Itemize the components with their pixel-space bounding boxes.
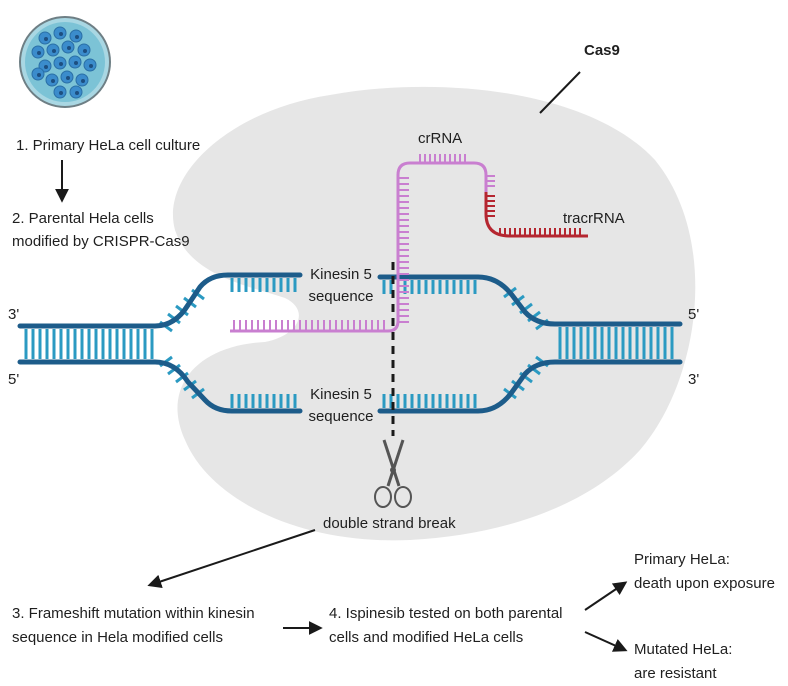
step3-text-line2: sequence in Hela modified cells xyxy=(12,629,223,646)
dna-top-strand-left xyxy=(17,272,303,329)
cell-nucleus xyxy=(37,73,41,77)
dna-end-bottom-left: 5' xyxy=(8,371,20,388)
kinesin-bottom-label-line2: sequence xyxy=(308,408,374,425)
cas9-label: Cas9 xyxy=(584,42,620,59)
dna-bottom-strand-right xyxy=(377,359,683,414)
dna-end-top-right: 5' xyxy=(688,306,700,323)
cell-nucleus xyxy=(44,37,48,41)
double-strand-break-label: double strand break xyxy=(323,515,456,532)
scissors-icon xyxy=(374,439,412,508)
cell-nucleus xyxy=(59,91,63,95)
arrow-step4-to-mutated xyxy=(584,631,628,652)
outcome-primary-line1: Primary HeLa: xyxy=(634,551,730,568)
cell-nucleus xyxy=(83,49,87,53)
cell-nucleus xyxy=(59,62,63,66)
cell-nucleus xyxy=(75,91,79,95)
step3-text-line1: 3. Frameshift mutation within kinesin xyxy=(12,605,255,622)
cell-nucleus xyxy=(59,32,63,36)
step1-text: 1. Primary HeLa cell culture xyxy=(16,137,201,154)
dna-bottom-strand-left xyxy=(17,359,303,414)
cell-nucleus xyxy=(52,49,56,53)
step2-text-line2: modified by CRISPR-Cas9 xyxy=(12,233,190,250)
dna-end-top-left: 3' xyxy=(8,306,20,323)
kinesin-bottom-label-line1: Kinesin 5 xyxy=(310,386,372,403)
dna-backbone xyxy=(17,272,683,414)
outcome-mutated-line1: Mutated HeLa: xyxy=(634,641,733,658)
cell-nucleus xyxy=(51,79,55,83)
cell-nucleus xyxy=(74,61,78,65)
cell-nucleus xyxy=(75,35,79,39)
cell-nucleus xyxy=(81,79,85,83)
petri-dish-icon xyxy=(19,16,111,108)
cas9-pointer-line xyxy=(539,71,581,114)
cell-nucleus xyxy=(44,65,48,69)
dna-top-strand-right xyxy=(377,274,683,327)
cell-nucleus xyxy=(67,46,71,50)
dna-end-bottom-right: 3' xyxy=(688,371,700,388)
step2-text-line1: 2. Parental Hela cells xyxy=(12,210,154,227)
outcome-mutated-line2: are resistant xyxy=(634,665,717,682)
cell-nucleus xyxy=(66,76,70,80)
step4-text-line1: 4. Ispinesib tested on both parental xyxy=(329,605,563,622)
cell-nucleus xyxy=(89,64,93,68)
crrna-strand xyxy=(230,161,488,333)
kinesin-top-label-line1: Kinesin 5 xyxy=(310,266,372,283)
tracrrna-label: tracrRNA xyxy=(563,210,625,227)
tracrrna-strand xyxy=(484,192,588,238)
crrna-label: crRNA xyxy=(418,130,463,147)
arrow-break-to-step3 xyxy=(147,529,316,589)
arrow-step4-to-primary xyxy=(584,581,628,611)
step4-text-line2: cells and modified HeLa cells xyxy=(329,629,524,646)
kinesin-top-label-line2: sequence xyxy=(308,288,374,305)
outcome-primary-line2: death upon exposure xyxy=(634,575,775,592)
cell-nucleus xyxy=(37,51,41,55)
cas9-protein xyxy=(172,86,696,541)
